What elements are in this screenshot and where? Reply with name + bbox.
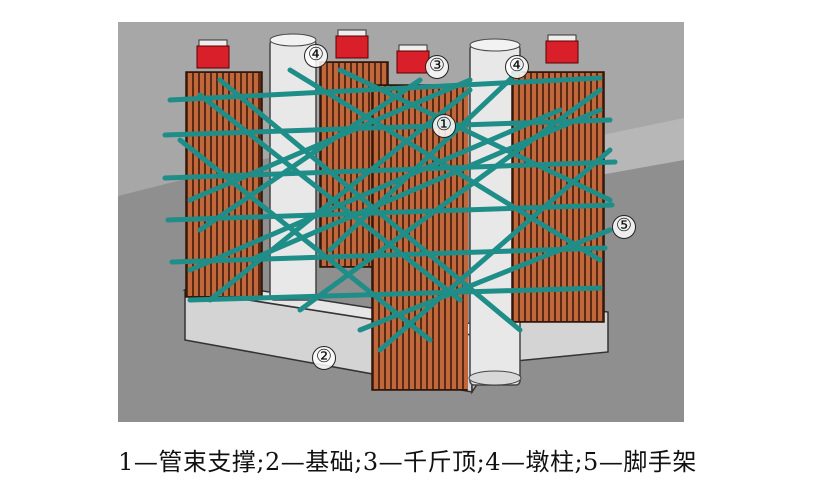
scaffold-tube	[197, 92, 463, 303]
pipe-tube	[586, 73, 590, 321]
pipe-tube	[422, 86, 426, 389]
scaffold-tube	[327, 67, 523, 253]
figure-caption: 1—管束支撑;2—基础;3—千斤顶;4—墩柱;5—脚手架	[118, 448, 697, 476]
pipe-tube	[458, 86, 462, 389]
pipe-tube	[386, 86, 390, 389]
pipe-tube	[464, 86, 468, 389]
pipe-tube	[532, 73, 536, 321]
jack-cap	[337, 29, 367, 37]
pipe-tube	[358, 63, 362, 266]
pipe-tube	[200, 73, 204, 296]
scaffold-tube	[337, 67, 613, 203]
pipe-tube	[346, 63, 350, 266]
pipe-tube	[364, 63, 368, 266]
scaffold-tube	[297, 87, 603, 313]
pier-right-top	[469, 38, 521, 52]
pier-right-base	[468, 370, 522, 386]
pipe-tube	[194, 73, 198, 296]
pipe-tube	[340, 63, 344, 266]
scaffold-tube	[377, 147, 613, 353]
jack-cap	[198, 39, 228, 47]
label-pier-b: ④	[505, 55, 529, 79]
scaffold-tube	[247, 107, 603, 263]
jack-cap	[398, 44, 428, 52]
pipe-tube	[392, 86, 396, 389]
scaffold-tube	[165, 202, 615, 223]
pipe-tube	[374, 86, 378, 389]
pipe-tube	[568, 73, 572, 321]
label-foundation: ②	[312, 346, 336, 370]
pipe-tube	[352, 63, 356, 266]
pipe-tube	[592, 73, 596, 321]
pipe-tube	[446, 86, 450, 389]
pipe-tube	[416, 86, 420, 389]
label-jack: ③	[425, 55, 449, 79]
pipe-tube	[212, 73, 216, 296]
pier-left-top	[269, 33, 317, 47]
pipe-tube	[550, 73, 554, 321]
pipe-tube	[428, 86, 432, 389]
pipe-tube	[334, 63, 338, 266]
scaffold-tube	[187, 285, 603, 303]
scaffold-members	[162, 67, 618, 353]
pipe-tube	[562, 73, 566, 321]
scaffold-tube	[287, 67, 603, 263]
jack-body	[196, 45, 230, 69]
pipe-tube	[526, 73, 530, 321]
scaffold-tube	[169, 245, 608, 265]
pipe-tube	[452, 86, 456, 389]
pipe-tube	[248, 73, 252, 296]
pipe-tube	[328, 63, 332, 266]
pipe-tube	[538, 73, 542, 321]
pipe-tube	[440, 86, 444, 389]
label-pier-a: ④	[304, 44, 328, 68]
pipe-tube	[574, 73, 578, 321]
scaffold-tube	[187, 107, 563, 273]
pipe-tube	[188, 73, 192, 296]
jacks	[196, 29, 579, 74]
scaffold-tube	[177, 137, 433, 343]
jack-body	[545, 40, 579, 64]
label-pipe-bundle: ①	[432, 114, 456, 138]
pipe-tube	[434, 86, 438, 389]
label-scaffold: ⑤	[612, 215, 636, 239]
scaffold-tube	[357, 227, 613, 333]
scaffold-tube	[207, 87, 473, 303]
pipe-tube	[514, 73, 518, 321]
pipe-tube	[580, 73, 584, 321]
pipe-tube	[254, 73, 258, 296]
jack-cap	[547, 34, 577, 42]
pipe-tube	[520, 73, 524, 321]
pipe-tube	[544, 73, 548, 321]
scaffold-tube	[187, 77, 473, 203]
pipe-tube	[206, 73, 210, 296]
pipe-tube	[242, 73, 246, 296]
jack-body	[335, 35, 369, 59]
scaffold-tube	[197, 77, 423, 233]
jack-body	[396, 50, 430, 74]
